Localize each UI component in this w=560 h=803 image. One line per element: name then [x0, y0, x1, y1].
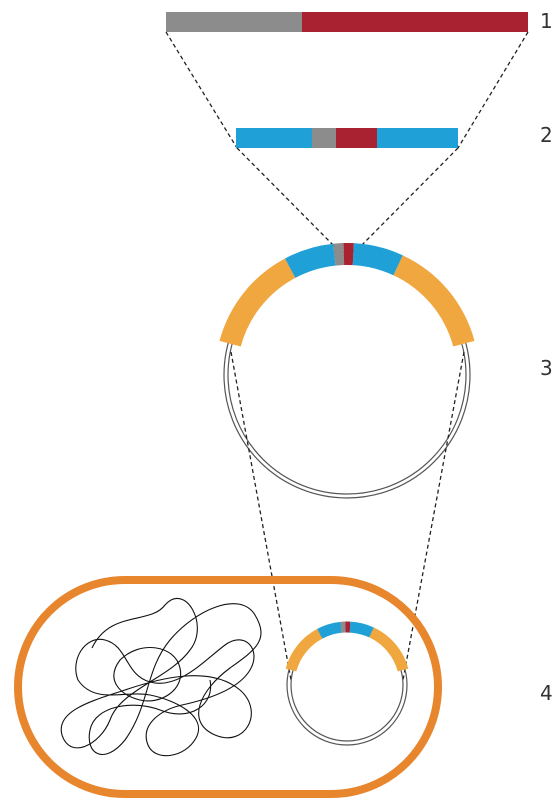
plasmid-blue-left-arc: [285, 243, 336, 278]
guide-lines-2-3: [236, 147, 459, 254]
vector-gray-segment: [312, 128, 336, 148]
step-label-1: 1: [540, 9, 553, 33]
vector-blue-right: [377, 128, 458, 148]
step-label-3: 3: [540, 356, 553, 380]
vector-fragment: [236, 128, 458, 148]
insert-red-segment: [302, 12, 528, 32]
cell-plasmid-red-insert-arc: [345, 621, 351, 633]
plasmid-blue-right-arc: [352, 243, 403, 276]
guide-lines-1-2: [165, 31, 529, 149]
plasmid-orange-right-arc: [393, 255, 475, 347]
chromosomal-dna: [60, 597, 262, 757]
plasmid-red-insert-arc: [343, 243, 354, 266]
plasmid-gray-insert-arc: [333, 243, 345, 266]
plasmid: [219, 243, 475, 499]
bacterial-cell: [14, 576, 442, 798]
step-label-4: 4: [540, 681, 553, 705]
plasmid-orange-left-arc: [219, 258, 296, 347]
vector-red-segment: [336, 128, 377, 148]
step-label-2: 2: [540, 123, 553, 147]
cell-plasmid-blue-right-arc: [349, 621, 374, 638]
cell-plasmid-gray-insert-arc: [340, 621, 346, 633]
insert-gray-segment: [166, 12, 302, 32]
cell-plasmid-blue-left-arc: [317, 621, 342, 639]
insert-fragment: [166, 12, 528, 32]
vector-blue-left: [236, 128, 312, 148]
cell-plasmid-orange-left-arc: [285, 628, 323, 672]
plasmid-in-cell: [285, 621, 409, 746]
cell-plasmid-orange-right-arc: [369, 627, 409, 672]
